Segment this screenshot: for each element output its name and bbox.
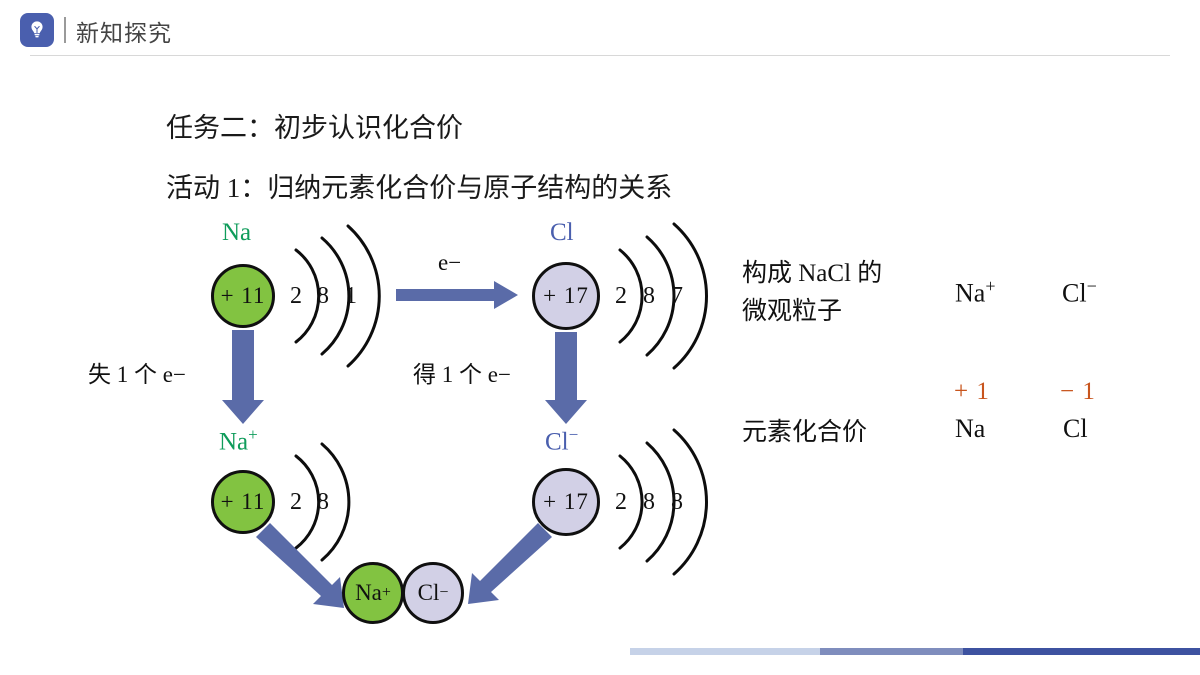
header-rule xyxy=(30,55,1170,56)
header-bar: 新知探究 xyxy=(0,0,1200,55)
arrow-cl-gains-electron xyxy=(545,332,587,424)
label-lose-electron: 失 1 个 e− xyxy=(88,362,186,387)
ion-na-label-text: Na xyxy=(219,428,249,456)
arrow-electron-transfer xyxy=(396,281,518,309)
atom-cl-shell-1: 2 xyxy=(615,283,627,309)
pair-na-text: Na xyxy=(355,580,382,605)
bottom-bar-segment-1 xyxy=(630,648,821,655)
atom-na-shell-1: 2 xyxy=(290,283,302,309)
ion-cl-shell-3: 8 xyxy=(671,489,683,515)
atom-na-shell-2: 8 xyxy=(317,283,329,309)
valence-symbol-na: Na xyxy=(955,414,986,443)
particle-symbol-na-text: Na xyxy=(955,278,986,308)
arrow-na-ion-to-pair xyxy=(256,523,344,608)
valence-symbol-cl: Cl xyxy=(1063,414,1088,443)
ion-na-label: Na+ xyxy=(219,425,258,456)
particles-label-line1: 构成 NaCl 的 xyxy=(742,260,883,287)
atom-na-shell-3: 1 xyxy=(345,283,357,309)
particle-symbol-cl: Cl− xyxy=(1062,276,1097,309)
arrow-na-loses-electron xyxy=(222,330,264,424)
particle-symbol-cl-charge: − xyxy=(1086,276,1097,296)
activity-heading: 活动 1：归纳元素化合价与原子结构的关系 xyxy=(166,173,673,203)
shell-arcs-na xyxy=(294,224,381,368)
shell-arcs-cl-ion xyxy=(618,428,709,576)
ion-cl-shell-1: 2 xyxy=(615,489,627,515)
bottom-bar-segment-3 xyxy=(962,648,1200,655)
pair-circle-na: Na+ xyxy=(342,562,404,624)
label-gain-electron: 得 1 个 e− xyxy=(413,362,511,387)
arrow-cl-ion-to-pair xyxy=(468,523,552,604)
valence-row-label: 元素化合价 xyxy=(742,419,868,446)
label-electron-transfer: e− xyxy=(438,250,462,275)
particles-label-line2: 微观粒子 xyxy=(742,298,843,325)
atom-cl-label: Cl xyxy=(550,219,574,246)
ion-na-shell-2: 8 xyxy=(317,489,329,515)
particle-symbol-na-charge: + xyxy=(985,276,996,296)
pair-na-charge: + xyxy=(381,584,391,601)
ion-na-shell-1: 2 xyxy=(290,489,302,515)
atom-na-nucleus: + 11 xyxy=(211,264,275,328)
header-divider xyxy=(64,17,66,43)
atom-na-label: Na xyxy=(222,219,252,246)
ion-cl-label: Cl− xyxy=(545,425,578,456)
task-heading: 任务二：初步认识化合价 xyxy=(166,113,463,143)
valence-value-cl: − 1 xyxy=(1060,378,1096,405)
valence-value-na: + 1 xyxy=(954,378,990,405)
pair-cl-charge: − xyxy=(439,584,449,601)
atom-cl-shell-2: 8 xyxy=(643,283,655,309)
ion-cl-nucleus: + 17 xyxy=(532,468,600,536)
ion-na-nucleus: + 11 xyxy=(211,470,275,534)
atom-cl-nucleus: + 17 xyxy=(532,262,600,330)
particle-symbol-na: Na+ xyxy=(955,276,995,309)
ion-cl-label-text: Cl xyxy=(545,428,569,456)
pair-cl-text: Cl xyxy=(417,580,440,605)
ion-cl-label-charge: − xyxy=(568,425,579,444)
shell-arcs-cl xyxy=(618,222,709,370)
bottom-bar-segment-2 xyxy=(820,648,963,655)
ion-na-label-charge: + xyxy=(248,425,258,444)
bottom-progress-bar xyxy=(630,648,1200,655)
ion-cl-shell-2: 8 xyxy=(643,489,655,515)
pair-circle-cl: Cl− xyxy=(402,562,464,624)
lightbulb-icon xyxy=(20,13,54,47)
particle-symbol-cl-text: Cl xyxy=(1062,278,1087,308)
atom-cl-shell-3: 7 xyxy=(671,283,683,309)
page-title: 新知探究 xyxy=(76,20,172,46)
